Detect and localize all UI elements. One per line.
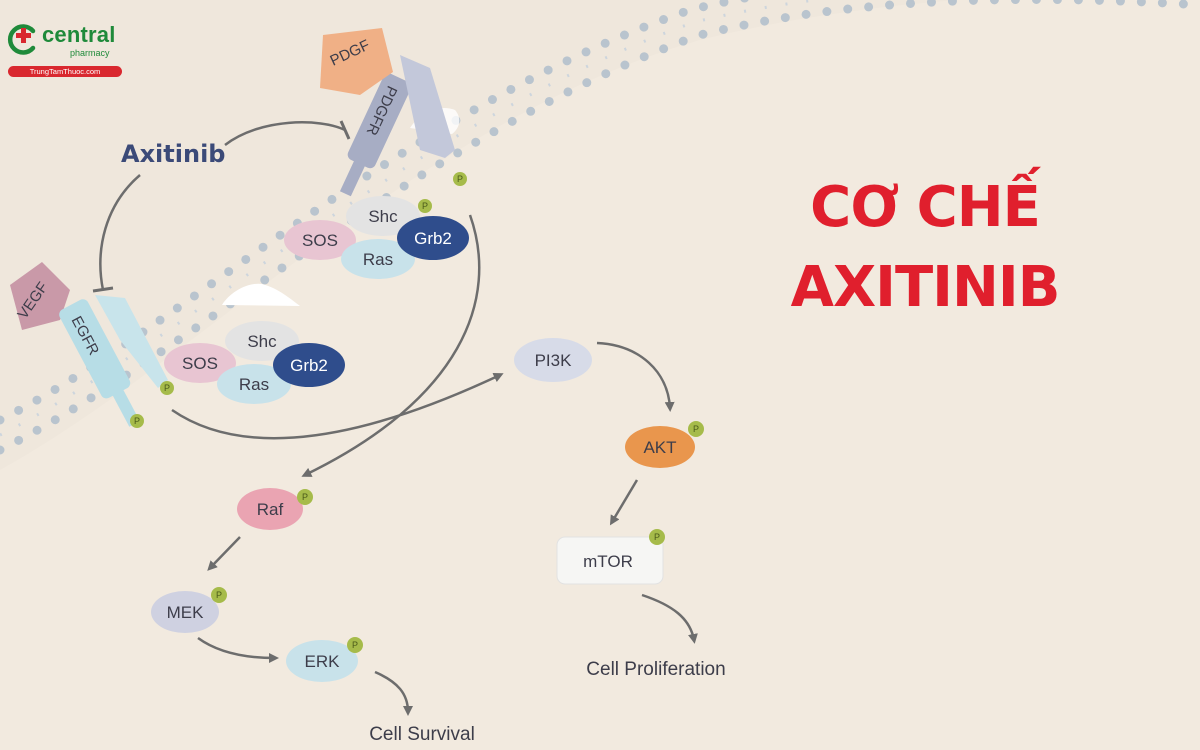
outcome-proliferation: Cell Proliferation — [586, 659, 725, 680]
arrow-mek-to-erk — [197, 636, 279, 663]
phospho-badge-mek — [211, 587, 227, 603]
cell-membrane-inner — [0, 0, 1200, 455]
sos-node-top — [284, 220, 356, 260]
arrow-pdgfr-to-raf — [301, 214, 481, 477]
page-title: CƠ CHẾ AXITINIB — [780, 168, 1070, 328]
pdgfr-second-chain — [400, 55, 455, 158]
mek-node — [151, 591, 219, 633]
sos-label-bottom: SOS — [182, 354, 218, 373]
arrow-erk-to-survival — [374, 670, 413, 716]
erk-node — [286, 640, 358, 682]
phospho-label-egfr-b: P — [134, 416, 140, 426]
adapter-cluster-top: SOS Shc Ras Grb2 P — [284, 196, 469, 279]
grb2-node-top — [397, 216, 469, 260]
pdgf-ligand — [320, 28, 393, 95]
phospho-label-shc-top: P — [422, 201, 428, 211]
mtor-node — [556, 536, 664, 585]
brand-name: central — [42, 22, 116, 47]
phospho-badge-shc-top — [418, 199, 432, 213]
shc-node-top — [346, 196, 420, 236]
phospho-label-mtor: P — [654, 532, 660, 542]
akt-node — [625, 426, 695, 468]
page-title-line-1: CƠ CHẾ — [810, 175, 1041, 240]
white-vesicle-left — [222, 283, 300, 306]
grb2-label-top: Grb2 — [414, 229, 452, 248]
grb2-label-bottom: Grb2 — [290, 356, 328, 375]
outcome-survival: Cell Survival — [369, 724, 475, 745]
phospho-label-mek: P — [216, 590, 222, 600]
phospho-badge-raf — [297, 489, 313, 505]
akt-label: AKT — [643, 438, 676, 457]
shc-label-bottom: Shc — [247, 332, 277, 351]
erk-label: ERK — [305, 652, 341, 671]
raf-label: Raf — [257, 500, 284, 519]
ras-label-top: Ras — [363, 250, 393, 269]
phospho-badge-egfr-a — [160, 381, 174, 395]
vegf-ligand — [10, 262, 70, 330]
phospho-label-raf: P — [302, 492, 308, 502]
mek-label: MEK — [167, 603, 205, 622]
phospho-label-egfr-a: P — [164, 383, 170, 393]
arrow-pi3k-to-akt — [596, 341, 675, 412]
brand-subtitle: pharmacy — [70, 48, 110, 58]
phospho-badge-egfr-b — [130, 414, 144, 428]
phospho-badge-erk — [347, 637, 363, 653]
egfr-receptor — [59, 299, 131, 399]
pdgfr-receptor-stem — [339, 156, 367, 197]
pi3k-label: PI3K — [535, 351, 573, 370]
phospho-badge-pdgfr — [453, 172, 467, 186]
inhibition-arrow-egfr — [99, 174, 141, 291]
pi3k-node — [514, 338, 592, 382]
mtor-label: mTOR — [583, 552, 633, 571]
page-title-line-2: AXITINIB — [790, 255, 1061, 320]
arrow-egfr-to-pi3k — [171, 373, 504, 440]
shc-label-top: Shc — [368, 207, 398, 226]
arrow-raf-to-mek — [207, 536, 241, 571]
sos-node-bottom — [164, 343, 236, 383]
inhibition-arrow-pdgfr — [224, 121, 346, 146]
pdgfr-receptor — [347, 73, 412, 169]
brand-logo[interactable]: central pharmacy TrungTamThuoc.com — [6, 22, 122, 78]
phospho-label-erk: P — [352, 640, 358, 650]
shc-node-bottom — [225, 321, 299, 361]
phospho-badge-akt — [688, 421, 704, 437]
arrow-akt-to-mtor — [609, 479, 639, 526]
phospho-badge-mtor — [649, 529, 665, 545]
ras-node-top — [341, 239, 415, 279]
pharmacy-cross-icon — [7, 24, 36, 55]
ras-node-bottom — [217, 364, 291, 404]
inhibition-bar-pdgfr — [339, 120, 351, 140]
egfr-second-chain — [95, 295, 168, 388]
phospho-label-pdgfr: P — [457, 174, 463, 184]
phospho-label-akt: P — [693, 424, 699, 434]
arrow-mtor-to-proliferation — [641, 593, 698, 644]
raf-node — [237, 488, 303, 530]
brand-url: TrungTamThuoc.com — [8, 66, 122, 77]
ras-label-bottom: Ras — [239, 375, 269, 394]
drug-label: Axitinib — [121, 140, 225, 168]
inhibition-bar-egfr — [92, 286, 114, 293]
sos-label-top: SOS — [302, 231, 338, 250]
adapter-cluster-bottom: SOS Shc Ras Grb2 — [164, 321, 345, 404]
grb2-node-bottom — [273, 343, 345, 387]
